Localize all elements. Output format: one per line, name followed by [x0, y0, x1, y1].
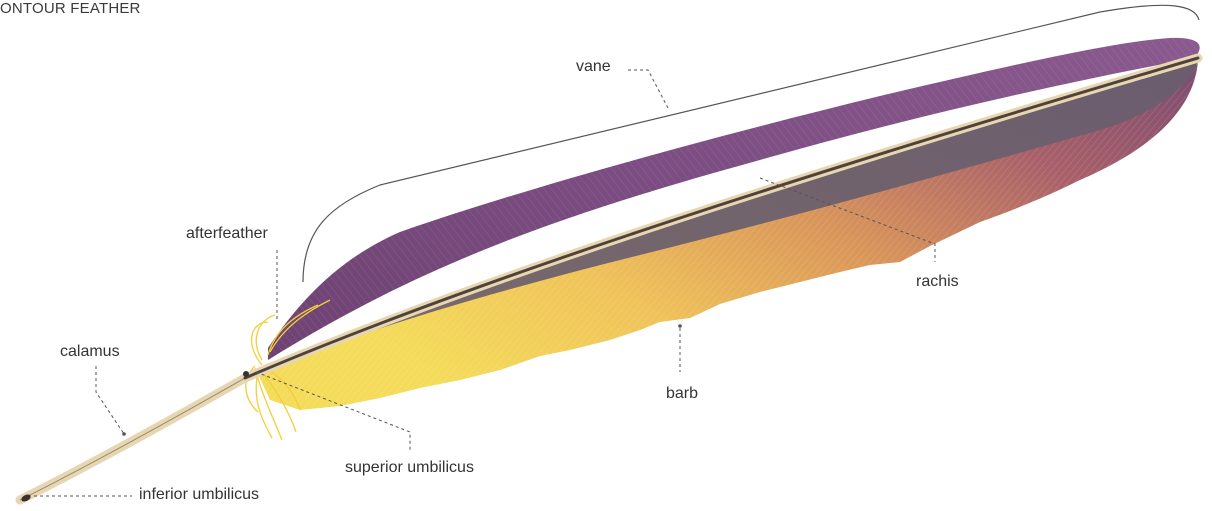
superior-umbilicus-dot: [243, 371, 249, 377]
label-vane: vane: [576, 59, 611, 75]
label-rachis: rachis: [916, 274, 959, 290]
label-barb: barb: [666, 386, 698, 402]
diagram-title: ONTOUR FEATHER: [0, 1, 141, 16]
label-afterfeather: afterfeather: [186, 226, 268, 242]
calamus-leader: [96, 366, 124, 434]
label-inferior-umbilicus: inferior umbilicus: [139, 487, 259, 503]
label-calamus: calamus: [60, 344, 120, 360]
vane-leader: [628, 70, 668, 108]
label-superior-umbilicus: superior umbilicus: [345, 460, 474, 476]
